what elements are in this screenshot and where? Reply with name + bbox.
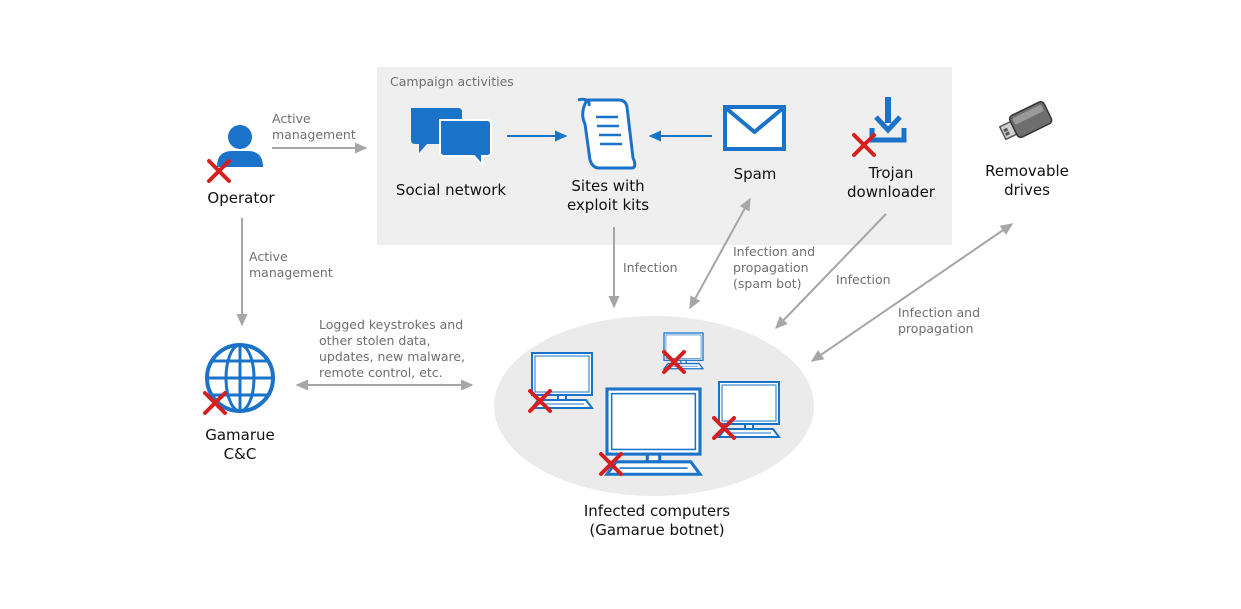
person-icon xyxy=(217,125,263,167)
gamarue-cc-label: Gamarue C&C xyxy=(190,426,290,464)
edge-label-line: Logged keystrokes and xyxy=(319,317,464,332)
botnet-label-line1: Infected computers xyxy=(583,502,731,520)
edge-label-line: management xyxy=(272,127,356,142)
edge-label-line: (spam bot) xyxy=(733,276,802,291)
edge-label-line: propagation xyxy=(898,321,974,336)
edge-label-line: Infection and xyxy=(898,305,981,320)
edge-label-line: management xyxy=(249,265,333,280)
social-network-label: Social network xyxy=(395,181,507,199)
campaign-title: Campaign activities xyxy=(390,74,514,89)
edge-label-line: Active xyxy=(272,111,311,126)
edge-label-trojan-botnet: Infection xyxy=(836,272,891,287)
computer-icon xyxy=(605,387,702,476)
sites-label-line2: exploit kits xyxy=(566,196,650,214)
edge-label-removable-botnet: Infection and propagation xyxy=(898,305,980,337)
sites-label: Sites with exploit kits xyxy=(553,177,663,215)
edge-label-line: remote control, etc. xyxy=(319,365,443,380)
edge-label-line: Infection and xyxy=(733,244,816,259)
removable-label-line1: Removable xyxy=(985,162,1069,180)
edge-label-spam-botnet: Infection and propagation (spam bot) xyxy=(733,244,815,292)
envelope-icon xyxy=(723,105,786,151)
trojan-label-line1: Trojan xyxy=(868,164,914,182)
chat-bubbles-icon xyxy=(411,108,492,168)
usb-drive-icon xyxy=(998,101,1053,141)
download-icon xyxy=(869,97,907,143)
computer-icon xyxy=(718,381,780,438)
arrow-removable-botnet xyxy=(810,223,1014,362)
removable-label-line2: drives xyxy=(1004,181,1050,199)
botnet-label: Infected computers (Gamarue botnet) xyxy=(572,502,742,540)
edge-label-cc-botnet: Logged keystrokes and other stolen data,… xyxy=(319,317,465,381)
edge-label-operator-cc: Active management xyxy=(249,249,333,281)
trojan-label: Trojan downloader xyxy=(836,164,946,202)
arrow-spam-botnet xyxy=(689,197,751,310)
edge-label-line: propagation xyxy=(733,260,809,275)
gamarue-cc-label-line2: C&C xyxy=(223,445,257,463)
removable-label: Removable drives xyxy=(977,162,1077,200)
edge-label-sites-botnet: Infection xyxy=(623,260,678,275)
operator-label: Operator xyxy=(207,189,275,207)
edge-label-operator-campaign: Active management xyxy=(272,111,356,143)
spam-label: Spam xyxy=(733,165,777,183)
trojan-label-line2: downloader xyxy=(847,183,935,201)
sites-label-line1: Sites with xyxy=(571,177,645,195)
edge-label-line: updates, new malware, xyxy=(319,349,466,364)
gamarue-cc-label-line1: Gamarue xyxy=(205,426,275,444)
scroll-document-icon xyxy=(577,97,637,170)
botnet-label-line2: (Gamarue botnet) xyxy=(589,521,725,539)
edge-label-line: other stolen data, xyxy=(319,333,431,348)
edge-label-line: Active xyxy=(249,249,288,264)
